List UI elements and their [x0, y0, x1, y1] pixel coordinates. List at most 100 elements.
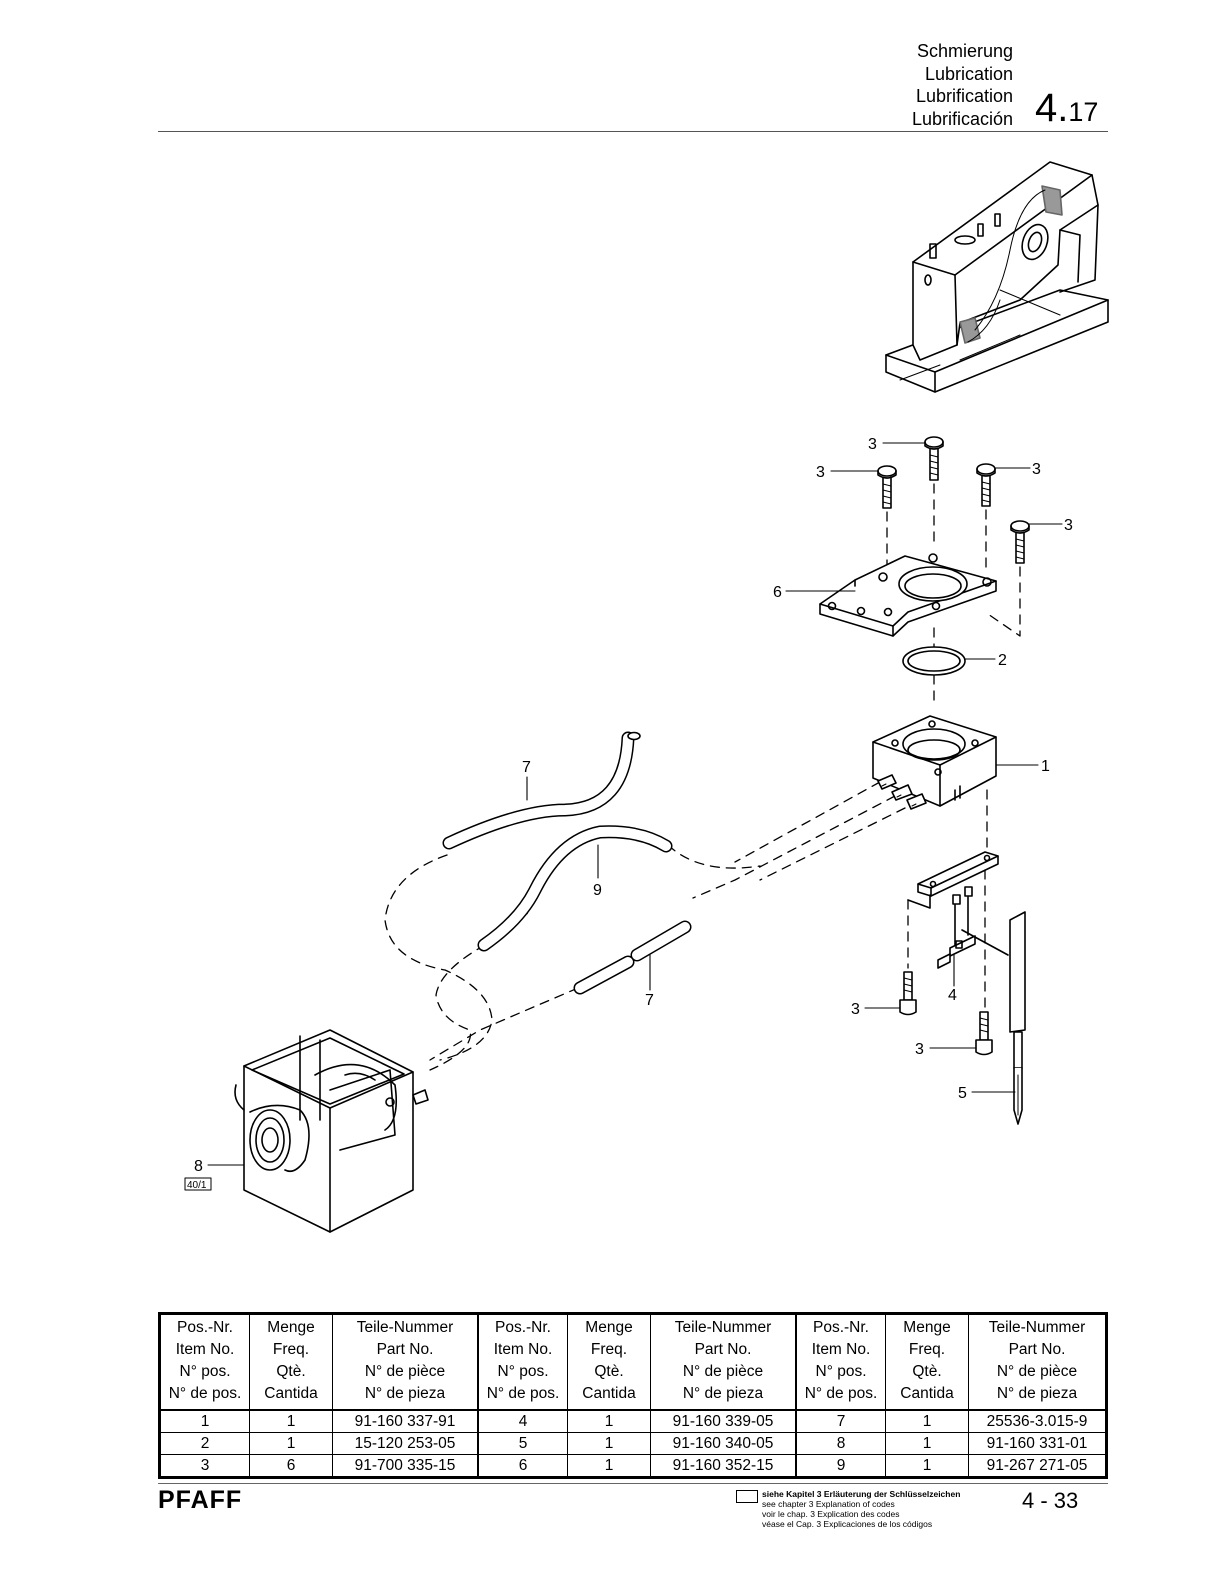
callout-leaders	[207, 442, 1063, 1166]
cell-qty: 1	[567, 1454, 651, 1478]
header-line: Menge	[585, 1319, 633, 1336]
header-pos-3: Pos.-Nr. Item No. N° pos. N° de pos.	[795, 1313, 886, 1411]
header-divider	[158, 131, 1108, 132]
callout-3-mid: 3	[851, 1001, 860, 1018]
cell-part-no: 25536-3.015-9	[968, 1409, 1107, 1433]
section-number-sub: 17	[1068, 97, 1099, 127]
header-line: N° pos.	[815, 1363, 867, 1380]
table-row: 2 1 15-120 253-05 5 1 91-160 340-05 8 1 …	[159, 1432, 1107, 1455]
header-pos-2: Pos.-Nr.Item No.N° pos.N° de pos.	[477, 1313, 568, 1411]
assembly-lines	[384, 483, 1021, 1071]
cell-part-no: 15-120 253-05	[332, 1432, 479, 1455]
cell-pos: 6	[477, 1454, 568, 1478]
header-line: Teile-Nummer	[988, 1319, 1086, 1336]
code-legend-notes: siehe Kapitel 3 Erläuterung der Schlüsse…	[762, 1489, 960, 1529]
header-line: Item No.	[175, 1341, 235, 1358]
header-line: N° de pieza	[682, 1385, 764, 1402]
header-line: N° de pos.	[486, 1385, 560, 1402]
header-line: Part No.	[694, 1341, 752, 1358]
header-line: Qtè.	[594, 1363, 624, 1380]
header-line: Qtè.	[276, 1363, 306, 1380]
header-line: N° de pieza	[364, 1385, 446, 1402]
cell-pos: 5	[477, 1432, 568, 1455]
table-row: 1 1 91-160 337-91 4 1 91-160 339-05 7 1 …	[159, 1409, 1107, 1433]
header-line: N° de pieza	[996, 1385, 1078, 1402]
header-line: Cantida	[900, 1385, 954, 1402]
cell-qty: 1	[249, 1432, 333, 1455]
cell-pos: 3	[159, 1454, 250, 1478]
screws-top	[877, 436, 1030, 564]
callout-7-lower: 7	[645, 992, 654, 1009]
code-box-40-1	[184, 1177, 212, 1191]
cell-qty: 6	[249, 1454, 333, 1478]
header-line: Freq.	[272, 1341, 310, 1358]
table-row: 3 6 91-700 335-15 6 1 91-160 352-15 9 1 …	[159, 1454, 1107, 1478]
callout-3-top: 3	[868, 436, 877, 453]
header-line: Freq.	[590, 1341, 628, 1358]
note-spanish: véase el Cap. 3 Explicaciones de los cód…	[762, 1519, 933, 1529]
callout-4: 4	[948, 987, 957, 1004]
callout-labels: 3 3 3 3 6 2 1 7 9 7 4 3 3 5 8	[194, 436, 1073, 1175]
screws-bottom	[899, 971, 993, 1056]
cell-part-no: 91-160 340-05	[650, 1432, 797, 1455]
title-spanish: Lubrificación	[911, 108, 1013, 129]
callout-6: 6	[773, 584, 782, 601]
title-german: Schmierung	[916, 41, 1013, 61]
exploded-parts-diagram: 3 3 3 3 6 2 1 7 9 7 4 3 3 5 8 40/1	[184, 161, 1109, 1233]
header-line: N° de pièce	[364, 1363, 446, 1380]
header-line: Qtè.	[912, 1363, 942, 1380]
header-line: Part No.	[376, 1341, 434, 1358]
header-line: N° pos.	[179, 1363, 231, 1380]
header-line: Pos.-Nr.	[177, 1319, 233, 1336]
part-1-oil-block	[872, 715, 997, 810]
callout-1: 1	[1041, 758, 1050, 775]
header-line: Part No.	[1008, 1341, 1066, 1358]
cell-part-no: 91-160 337-91	[332, 1409, 479, 1433]
header-line: N° de pièce	[682, 1363, 764, 1380]
cell-pos: 9	[795, 1454, 886, 1478]
header-line: Menge	[903, 1319, 951, 1336]
code-legend-box	[736, 1490, 758, 1503]
header-line: Freq.	[908, 1341, 946, 1358]
cell-part-no: 91-267 271-05	[968, 1454, 1107, 1478]
part-2-o-ring	[902, 646, 966, 676]
cell-qty: 1	[885, 1432, 969, 1455]
header-line: Pos.-Nr.	[495, 1319, 551, 1336]
cell-qty: 1	[567, 1432, 651, 1455]
header-line: N° de pos.	[804, 1385, 878, 1402]
header-line: Cantida	[582, 1385, 636, 1402]
part-8-oil-pump	[234, 1029, 429, 1233]
code-box-label: 40/1	[187, 1180, 207, 1191]
cell-pos: 7	[795, 1409, 886, 1433]
cell-pos: 2	[159, 1432, 250, 1455]
part-5-wick	[1009, 911, 1026, 1125]
header-line: Pos.-Nr.	[813, 1319, 869, 1336]
cell-pos: 8	[795, 1432, 886, 1455]
callout-2: 2	[998, 652, 1007, 669]
cell-pos: 4	[477, 1409, 568, 1433]
section-number: 4.17	[1035, 86, 1098, 134]
header-line: N° de pièce	[996, 1363, 1078, 1380]
footer-divider	[158, 1483, 1108, 1484]
cell-part-no: 91-700 335-15	[332, 1454, 479, 1478]
header-line: Teile-Nummer	[356, 1319, 454, 1336]
header-line: Item No.	[811, 1341, 871, 1358]
note-french: voir le chap. 3 Explication des codes	[762, 1509, 900, 1519]
note-german: siehe Kapitel 3 Erläuterung der Schlüsse…	[762, 1489, 961, 1499]
callout-7-upper: 7	[522, 759, 531, 776]
header-line: Teile-Nummer	[674, 1319, 772, 1336]
cell-part-no: 91-160 331-01	[968, 1432, 1107, 1455]
cell-pos: 1	[159, 1409, 250, 1433]
callout-9: 9	[593, 882, 602, 899]
header-line: N° de pos.	[168, 1385, 242, 1402]
header-pos-1: Pos.-Nr. Item No. N° pos. N° de pos.	[159, 1313, 250, 1411]
note-english: see chapter 3 Explanation of codes	[762, 1499, 895, 1509]
cell-qty: 1	[249, 1409, 333, 1433]
